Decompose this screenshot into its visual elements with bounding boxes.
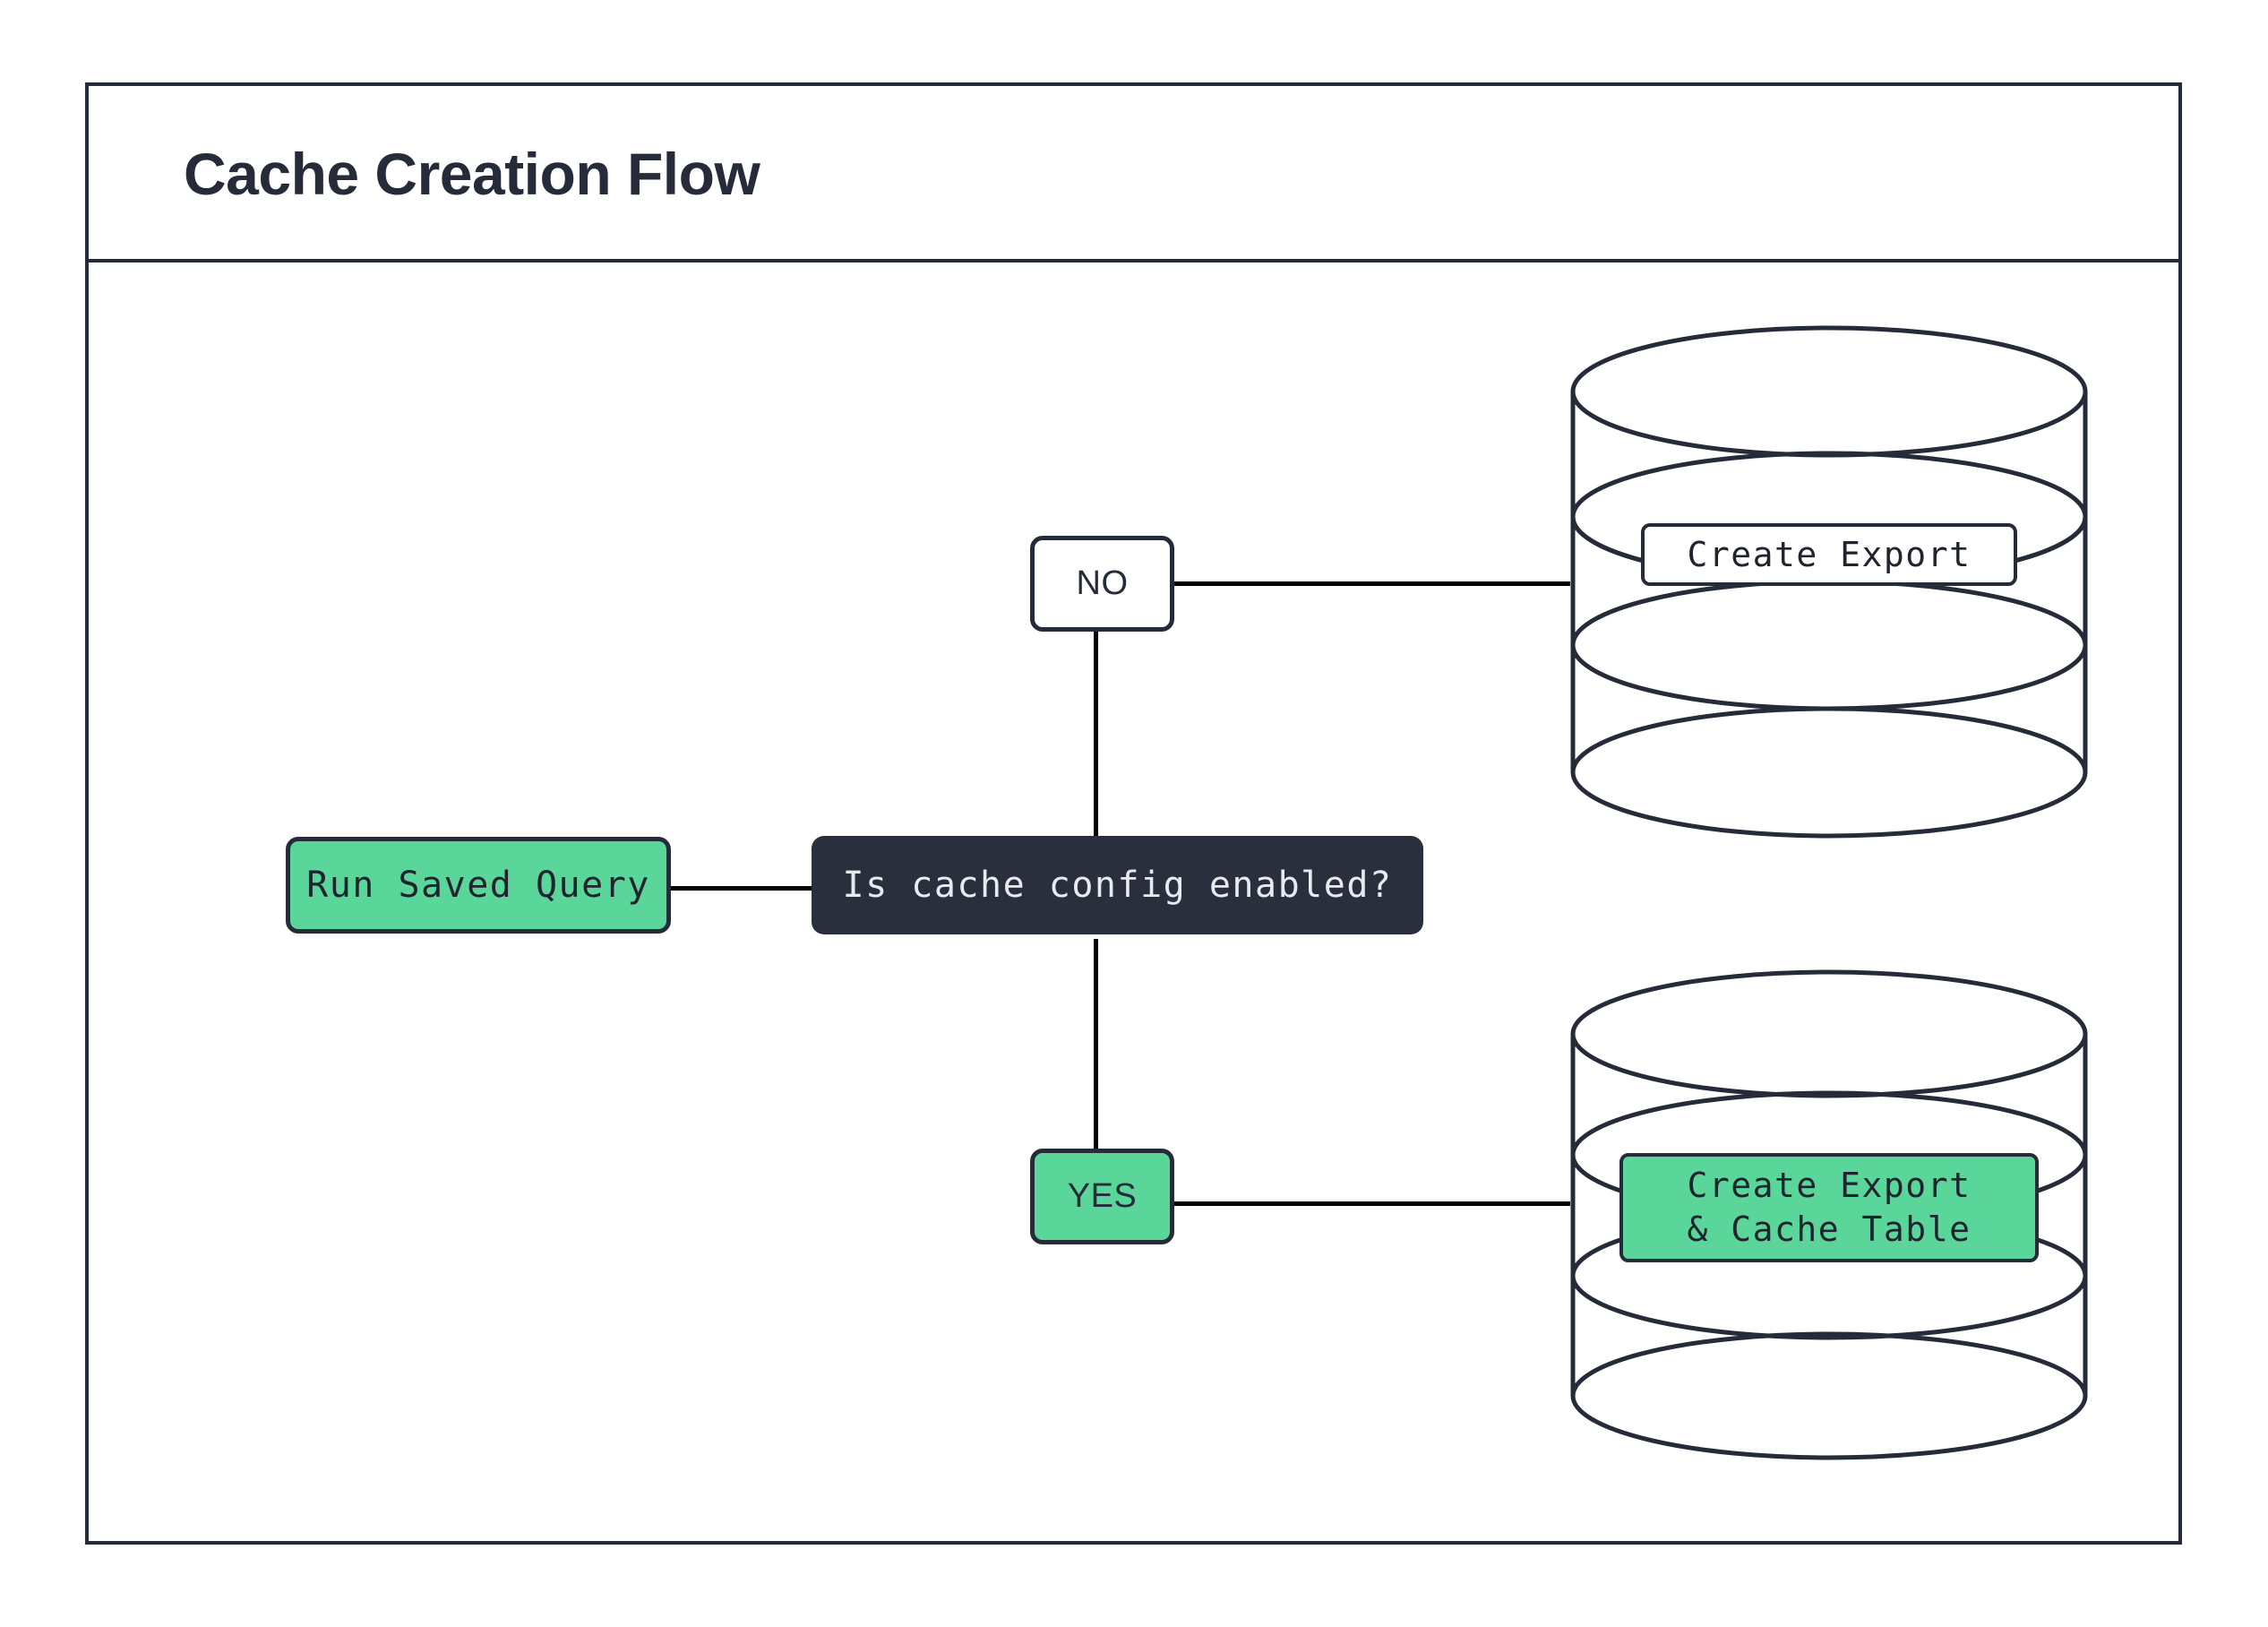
database-label-create-export-cache-table: Create Export & Cache Table	[1619, 1153, 2039, 1262]
database-cylinder-create-export[interactable]: Create Export	[1569, 324, 2089, 839]
edge-decision-to-no	[1094, 632, 1098, 847]
database-cylinder-create-export-cache-table[interactable]: Create Export & Cache Table	[1569, 969, 2089, 1460]
edge-decision-to-yes	[1094, 939, 1098, 1150]
branch-label-yes[interactable]: YES	[1030, 1149, 1174, 1244]
edge-yes-to-database	[1173, 1201, 1570, 1206]
diagram-header: Cache Creation Flow	[89, 86, 2178, 263]
edge-query-to-decision	[671, 886, 817, 891]
diagram-frame: Cache Creation Flow Run Saved Query Is c…	[85, 82, 2182, 1545]
edge-no-to-database	[1173, 581, 1570, 586]
node-run-saved-query[interactable]: Run Saved Query	[286, 837, 671, 934]
diagram-canvas: Run Saved Query Is cache config enabled?…	[89, 263, 2178, 1545]
page-title: Cache Creation Flow	[184, 141, 760, 207]
database-label-create-export: Create Export	[1641, 523, 2017, 586]
branch-label-no[interactable]: NO	[1030, 536, 1174, 632]
node-decision-is-cache-config-enabled[interactable]: Is cache config enabled?	[812, 836, 1423, 934]
